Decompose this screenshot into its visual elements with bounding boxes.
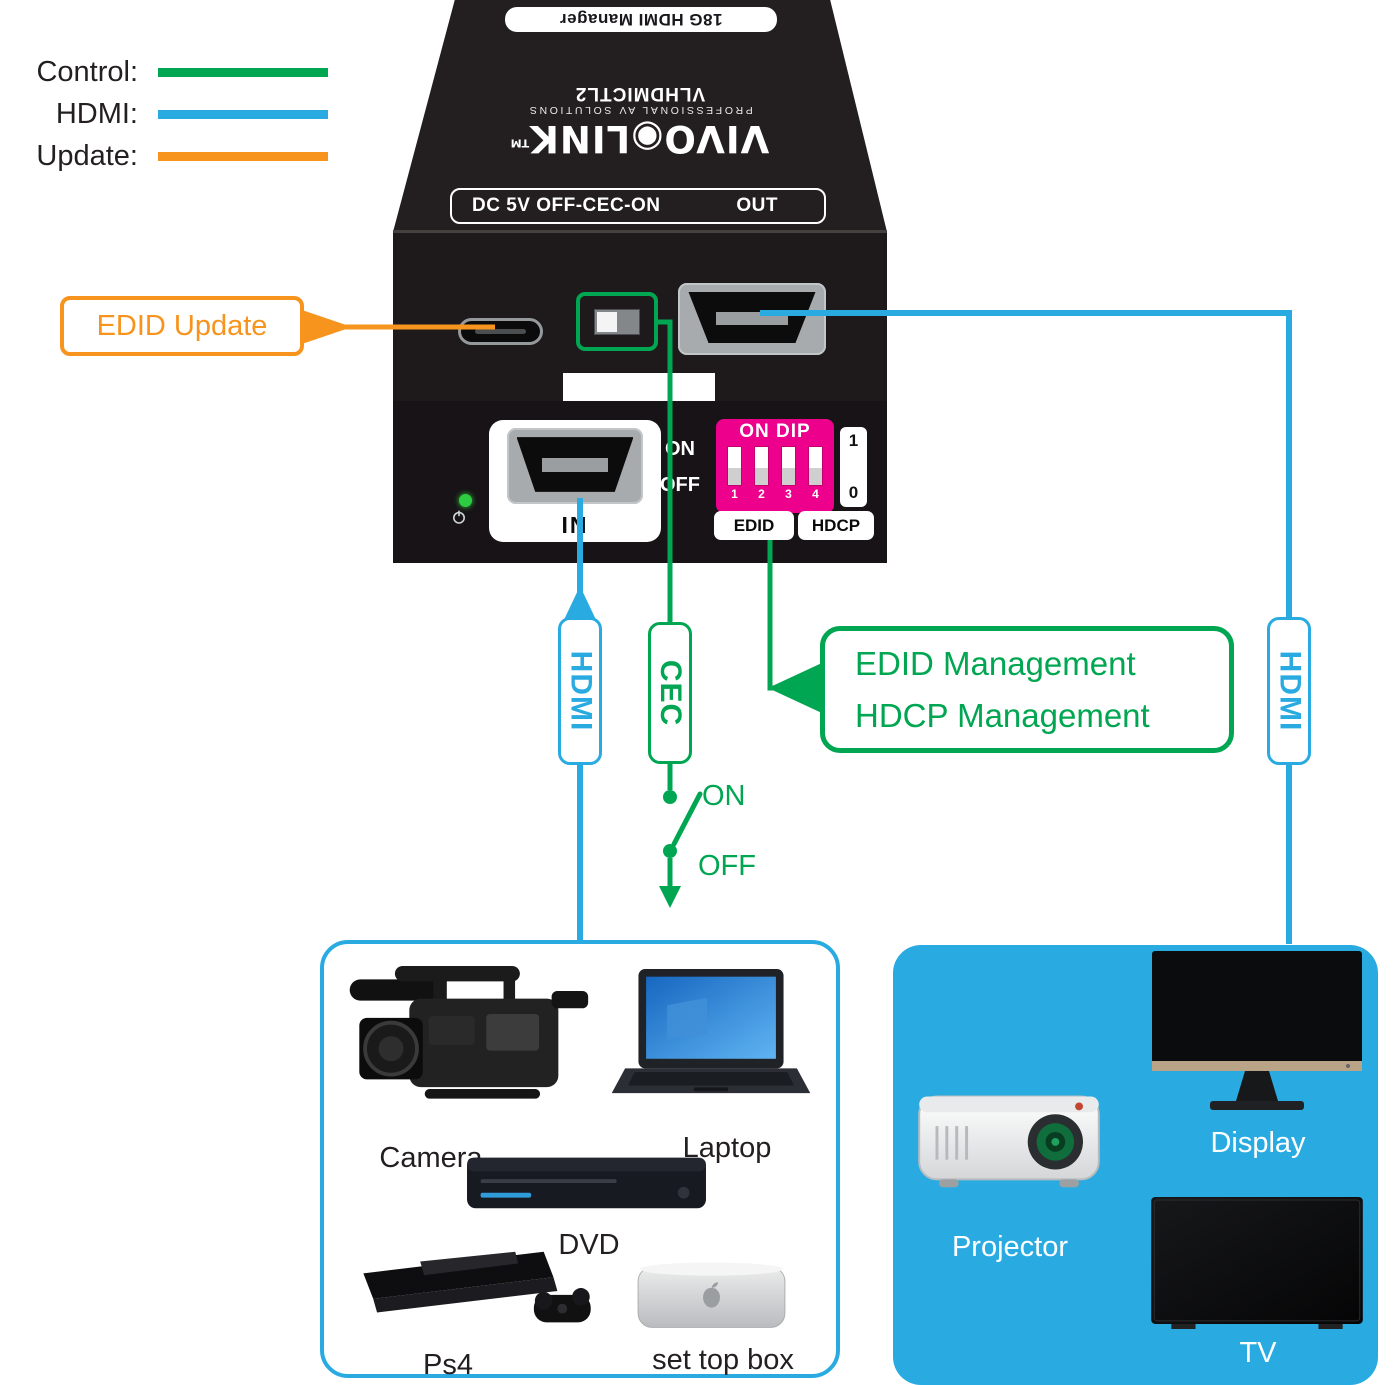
dip-number-4: 4 xyxy=(812,487,819,501)
update-line-swatch xyxy=(158,151,328,161)
dvd-player-icon xyxy=(467,1157,706,1209)
switch-off-arrow xyxy=(659,886,681,908)
hdmi-out-slot xyxy=(716,311,788,325)
dip-switch-2 xyxy=(754,446,769,486)
update-pointer xyxy=(302,310,352,344)
switch-off-label: OFF xyxy=(698,850,756,882)
display-icon xyxy=(1152,951,1362,1110)
switch-on-label: ON xyxy=(702,780,746,812)
set-top-box-icon xyxy=(637,1262,786,1328)
dip-number-1: 1 xyxy=(731,487,738,501)
legend-row-update: Update: xyxy=(6,138,328,174)
indicator-zero: 0 xyxy=(848,483,859,502)
device-top-badge: 18G HDMI Manager xyxy=(505,7,777,32)
cec-switch-knob xyxy=(597,311,617,332)
switch-contact-bottom xyxy=(663,844,677,858)
legend-label-control: Control: xyxy=(36,55,138,88)
dip-numbers: 1 2 3 4 xyxy=(716,487,834,501)
dip-number-3: 3 xyxy=(785,487,792,501)
dc-power-label: DC 5V OFF-CEC-ON xyxy=(472,195,661,216)
power-led xyxy=(459,494,472,507)
tv-icon xyxy=(1151,1197,1363,1329)
dvd-label: DVD xyxy=(558,1229,620,1261)
indicator-one: 1 xyxy=(848,431,859,450)
cec-switch-highlight xyxy=(576,292,658,351)
panel-notch xyxy=(563,373,715,401)
dip-switch-3 xyxy=(781,446,796,486)
sink-devices-panel: Display Projector xyxy=(893,945,1378,1385)
legend-row-control: Control: xyxy=(6,54,328,90)
device-brand-tagline: PROFESSIONAL AV SOLUTIONS xyxy=(527,104,753,116)
device-brand-logo: VIVO◉LINKTM xyxy=(510,117,770,160)
hdmi-in-port-panel: IN xyxy=(489,420,661,542)
ps4-label: Ps4 xyxy=(423,1349,473,1381)
legend-row-hdmi: HDMI: xyxy=(6,96,328,132)
dip-number-2: 2 xyxy=(758,487,765,501)
set-top-box-label: set top box xyxy=(652,1344,794,1376)
hdcp-management-line: HDCP Management xyxy=(855,696,1150,734)
dip-switches xyxy=(716,446,834,486)
edid-pill: EDID xyxy=(714,511,794,540)
camera-label: Camera xyxy=(379,1142,483,1174)
dip-switch-4 xyxy=(808,446,823,486)
hdmi-manager-body: IN ON OFF ON DIP 1 2 3 4 1 0 EDID HDCP xyxy=(393,230,887,563)
source-devices-panel: Camera Laptop DVD xyxy=(320,940,840,1381)
laptop-icon xyxy=(611,969,811,1094)
hdmi-in-tag: HDMI xyxy=(558,617,602,765)
out-port-label: OUT xyxy=(736,195,778,216)
legend-label-hdmi: HDMI: xyxy=(55,97,138,130)
device-panel-row: DC 5V OFF-CEC-ON OUT xyxy=(450,188,826,224)
management-callout: EDID Management HDCP Management xyxy=(820,626,1234,753)
control-line-swatch xyxy=(158,67,328,77)
dip-on-label: ON xyxy=(665,438,695,460)
tv-label: TV xyxy=(1239,1337,1277,1369)
device-model: VLHDMICTL2 xyxy=(574,83,706,104)
switch-lever xyxy=(671,791,703,847)
edid-management-line: EDID Management xyxy=(855,645,1136,683)
hdmi-in-port xyxy=(507,428,643,504)
legend-label-update: Update: xyxy=(36,139,138,172)
projector-label: Projector xyxy=(951,1231,1069,1263)
hdmi-in-slot xyxy=(542,458,608,473)
in-port-label: IN xyxy=(561,512,589,538)
dip-switch-1 xyxy=(727,446,742,486)
management-pointer xyxy=(768,662,824,714)
cec-slide-switch xyxy=(594,308,640,335)
hdcp-pill: HDCP xyxy=(798,511,874,540)
usb-c-update-port xyxy=(458,318,543,345)
cec-tag: CEC xyxy=(648,622,692,764)
projector-icon xyxy=(918,1095,1100,1188)
dip-header: ON DIP xyxy=(739,421,811,442)
display-label: Display xyxy=(1210,1127,1306,1159)
hdmi-line-swatch xyxy=(158,109,328,119)
ps4-icon xyxy=(363,1251,591,1323)
dip-switch-block: ON DIP 1 2 3 4 xyxy=(716,419,834,513)
hdmi-out-tag: HDMI xyxy=(1267,617,1311,765)
switch-contact-top xyxy=(663,790,677,804)
dip-off-label: OFF xyxy=(660,474,700,496)
power-icon xyxy=(453,510,465,524)
camera-icon xyxy=(349,965,589,1099)
dip-state-indicator: 1 0 xyxy=(840,427,867,507)
hdmi-out-port xyxy=(678,283,826,355)
hdmi-manager-top-face: 18G HDMI Manager VLHDMICTL2 PROFESSIONAL… xyxy=(393,0,887,232)
edid-update-callout: EDID Update xyxy=(60,296,304,356)
